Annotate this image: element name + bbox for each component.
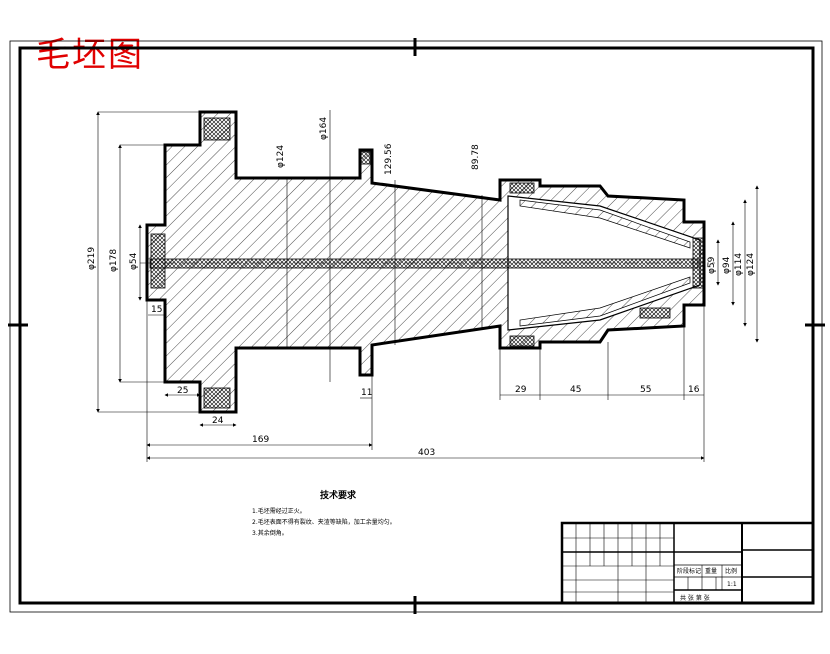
dim-d164: φ164	[319, 117, 329, 140]
tb-sheet: 共 张 第 张	[680, 594, 710, 602]
notes-line-3: 3.其余倒角。	[252, 529, 288, 537]
blank-drawing-stamp: 毛坯图	[36, 35, 144, 75]
tb-weight: 重量	[705, 567, 717, 575]
title-block	[560, 521, 815, 605]
dim-d124: φ124	[276, 145, 286, 168]
dim-15: 15	[151, 305, 162, 315]
notes-title: 技术要求	[320, 489, 357, 501]
dim-d59: φ59	[707, 256, 717, 274]
centering-marks	[8, 38, 825, 614]
dim-12956: 129.56	[384, 143, 394, 175]
dim-d219: φ219	[87, 247, 97, 270]
dim-11: 11	[361, 388, 372, 398]
dim-d94: φ94	[722, 256, 732, 274]
tb-scale-label: 比例	[725, 567, 737, 575]
dimension-lines	[96, 111, 759, 462]
bore-hatch	[519, 199, 691, 327]
notes-line-1: 1.毛坯需经过正火。	[252, 507, 306, 515]
dim-45: 45	[570, 385, 581, 395]
allowance-pads	[150, 117, 704, 409]
dim-169: 169	[252, 435, 269, 445]
dim-d124-right: φ124	[746, 253, 756, 276]
dim-16: 16	[688, 385, 700, 395]
section-lines	[286, 110, 483, 382]
dim-25: 25	[177, 386, 188, 396]
dim-d178: φ178	[109, 249, 119, 272]
dim-24: 24	[212, 416, 224, 426]
dim-29: 29	[515, 385, 527, 395]
dim-403: 403	[418, 448, 435, 458]
center-bore	[149, 258, 699, 269]
notes-line-2: 2.毛坯表面不得有裂纹、夹渣等缺陷，加工余量均匀。	[252, 518, 396, 526]
dim-d114: φ114	[734, 253, 744, 276]
dim-8978: 89.78	[471, 144, 481, 170]
tb-scale-value: 1:1	[727, 581, 737, 588]
dim-55: 55	[640, 385, 651, 395]
dim-d54: φ54	[129, 252, 139, 270]
tb-stage-mark: 阶段标记	[677, 567, 701, 575]
